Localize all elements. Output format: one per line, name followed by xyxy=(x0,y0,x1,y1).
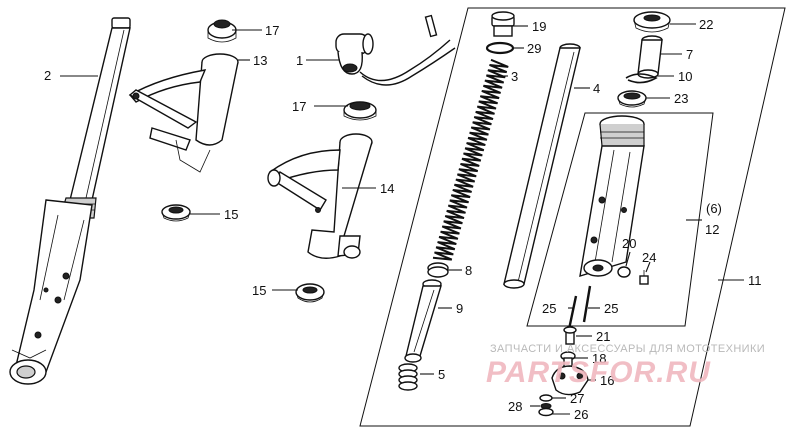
washer-18 xyxy=(560,351,576,369)
callout-13: 13 xyxy=(253,53,267,68)
o-ring-29 xyxy=(485,41,515,55)
spring-seat-8 xyxy=(427,262,449,278)
drain-bolt-24 xyxy=(639,270,649,285)
callout-11: 11 xyxy=(748,273,762,288)
handlebar-clamp-13 xyxy=(128,53,239,173)
callout-21: 21 xyxy=(596,329,610,344)
guide-bushing-7 xyxy=(637,35,663,79)
callout-26: 26 xyxy=(574,407,588,422)
nut-26 xyxy=(538,407,554,417)
nut-28 xyxy=(540,403,552,409)
fork-slider-12 xyxy=(579,115,645,277)
callout-5: 5 xyxy=(438,367,445,382)
fork-bolt-19 xyxy=(491,11,515,37)
callout-14: 14 xyxy=(380,181,394,196)
rebound-spring-5 xyxy=(398,363,418,391)
retaining-clip-10 xyxy=(625,73,658,84)
callout-10: 10 xyxy=(678,69,692,84)
callout-27: 27 xyxy=(570,391,584,406)
fork-leg-assembled xyxy=(9,17,131,385)
callout-25-right: 25 xyxy=(604,301,618,316)
callout-8: 8 xyxy=(465,263,472,278)
fork-assembly-frame xyxy=(359,7,786,427)
callout-19: 19 xyxy=(532,19,546,34)
callout-16: 16 xyxy=(600,373,614,388)
callout-29: 29 xyxy=(527,41,541,56)
callout-2: 2 xyxy=(44,68,51,83)
callout-24: 24 xyxy=(642,250,656,265)
callout-17-top: 17 xyxy=(265,23,279,38)
watermark: ЗАПЧАСТИ И АКСЕССУАРЫ ДЛЯ МОТОТЕХНИКИ PA… xyxy=(486,343,765,389)
callout-12: 12 xyxy=(705,222,719,237)
bearing-nut-17 xyxy=(343,101,377,121)
drain-washer-20 xyxy=(617,266,631,278)
callout-23: 23 xyxy=(674,91,688,106)
slider-assembly-frame xyxy=(526,112,714,327)
lock-nut-15-upper xyxy=(161,204,191,222)
callout-15-lower: 15 xyxy=(252,283,266,298)
dust-seal-22 xyxy=(633,11,671,33)
callout-labels: 2 17 13 1 17 14 15 15 19 29 3 4 8 9 5 22… xyxy=(44,17,762,422)
callout-22: 22 xyxy=(699,17,713,32)
top-nut-17 xyxy=(207,19,237,43)
callout-17-middle: 17 xyxy=(292,99,306,114)
inner-tube-4 xyxy=(503,43,581,289)
callout-7: 7 xyxy=(686,47,693,62)
callout-20: 20 xyxy=(622,236,636,251)
steering-stem-14 xyxy=(267,133,373,259)
callout-28: 28 xyxy=(508,399,522,414)
fork-spring-3 xyxy=(432,58,509,261)
damper-rod-9 xyxy=(404,279,442,363)
lock-nut-15-lower xyxy=(295,283,325,303)
callout-25-left: 25 xyxy=(542,301,556,316)
callout-3: 3 xyxy=(511,69,518,84)
watermark-logo: PARTSFOR.RU xyxy=(486,356,711,389)
watermark-tagline: ЗАПЧАСТИ И АКСЕССУАРЫ ДЛЯ МОТОТЕХНИКИ xyxy=(490,343,765,355)
callout-15-upper: 15 xyxy=(224,207,238,222)
axle-holder-16 xyxy=(551,365,589,396)
callout-18: 18 xyxy=(592,351,606,366)
oil-seal-23 xyxy=(617,90,647,108)
washer-27 xyxy=(539,394,553,402)
socket-bolt-21 xyxy=(563,326,577,345)
indicator-lamp-1 xyxy=(335,14,456,86)
callout-6: (6) xyxy=(706,201,722,216)
callout-1: 1 xyxy=(296,53,303,68)
callout-4: 4 xyxy=(593,81,600,96)
leader-lines xyxy=(60,23,744,415)
callout-9: 9 xyxy=(456,301,463,316)
